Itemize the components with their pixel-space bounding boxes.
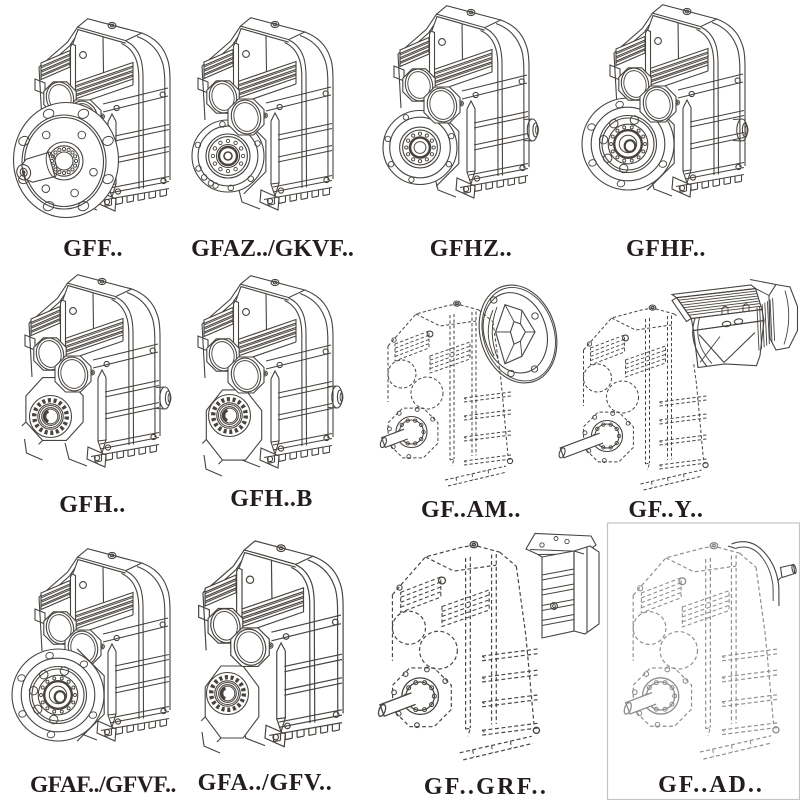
svg-text:GFH..B: GFH..B [230,486,312,512]
svg-text:GFAF../GFVF..: GFAF../GFVF.. [30,772,176,798]
svg-text:GF..Y..: GF..Y.. [628,497,703,523]
svg-text:GFF..: GFF.. [63,236,123,262]
svg-text:GFHZ..: GFHZ.. [430,236,512,262]
svg-text:GFH..: GFH.. [59,492,126,518]
svg-text:GFAZ../GKVF..: GFAZ../GKVF.. [191,236,354,262]
svg-text:GF..AD..: GF..AD.. [658,772,764,798]
svg-text:GFA../GFV..: GFA../GFV.. [198,770,333,796]
svg-text:GFHF..: GFHF.. [626,236,706,262]
svg-text:GF..GRF..: GF..GRF.. [424,774,548,800]
svg-text:GF..AM..: GF..AM.. [421,497,521,523]
